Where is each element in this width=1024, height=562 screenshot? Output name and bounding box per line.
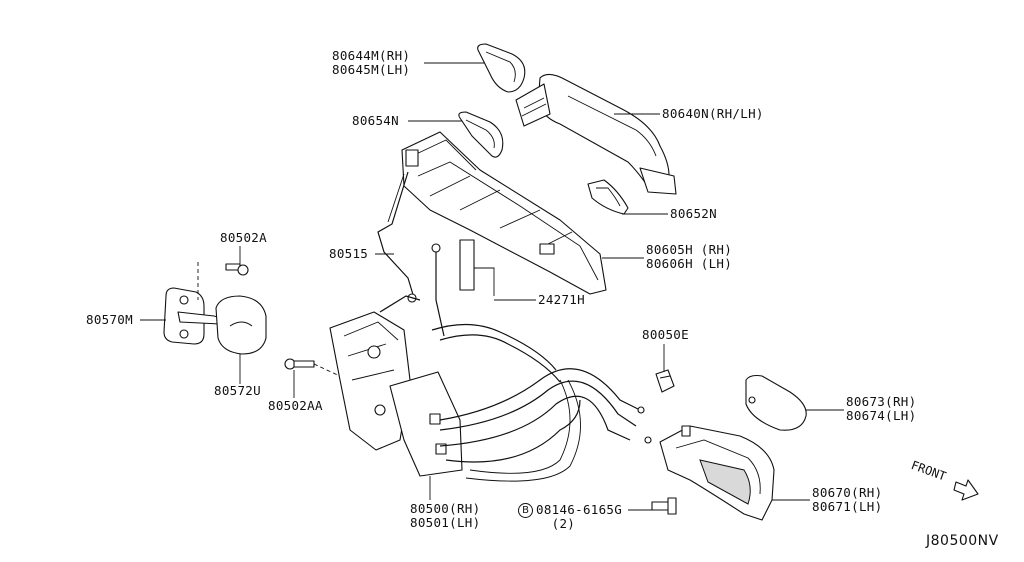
outside-handle-part bbox=[515, 73, 677, 195]
striker-screw-part bbox=[197, 262, 249, 300]
striker-part bbox=[163, 287, 221, 345]
front-arrow-icon bbox=[953, 479, 979, 501]
label-80515: 80515 bbox=[329, 246, 369, 261]
lock-screw-part bbox=[284, 358, 345, 379]
mounting-bolt-part bbox=[651, 497, 677, 515]
cable-clip-part bbox=[655, 369, 675, 393]
handle-cover-part bbox=[477, 43, 526, 93]
door-lock-actuator-part bbox=[329, 295, 652, 482]
diagram-code: J80500NV bbox=[926, 533, 999, 549]
leader-lines bbox=[140, 62, 844, 511]
rear-gasket-part bbox=[587, 179, 629, 215]
striker-shim-part bbox=[215, 295, 267, 355]
inside-handle-part bbox=[659, 425, 775, 521]
label-24271h: 24271H bbox=[538, 292, 585, 307]
label-80652n: 80652N bbox=[670, 206, 717, 221]
label-80572u: 80572U bbox=[214, 383, 261, 398]
harness-part bbox=[431, 239, 495, 337]
label-80605h: 80605H (RH) 80606H (LH) bbox=[646, 242, 733, 271]
label-80570m: 80570M bbox=[86, 312, 133, 327]
label-80502a: 80502A bbox=[220, 230, 267, 245]
label-80670: 80670(RH) 80671(LH) bbox=[812, 485, 883, 514]
label-80640n: 80640N(RH/LH) bbox=[662, 106, 764, 121]
front-gasket-part bbox=[458, 111, 504, 158]
label-80050e: 80050E bbox=[642, 327, 689, 342]
handle-bracket-part bbox=[401, 131, 607, 295]
label-80673: 80673(RH) 80674(LH) bbox=[846, 394, 917, 423]
label-80502aa: 80502AA bbox=[268, 398, 323, 413]
bolt-symbol-icon: B bbox=[518, 503, 533, 518]
label-80654n: 80654N bbox=[352, 113, 399, 128]
label-80500: 80500(RH) 80501(LH) bbox=[410, 501, 481, 530]
label-80644m: 80644M(RH) 80645M(LH) bbox=[332, 48, 411, 77]
label-08146: 08146-6165G (2) bbox=[536, 502, 623, 531]
inside-handle-escutcheon-part bbox=[745, 374, 807, 431]
